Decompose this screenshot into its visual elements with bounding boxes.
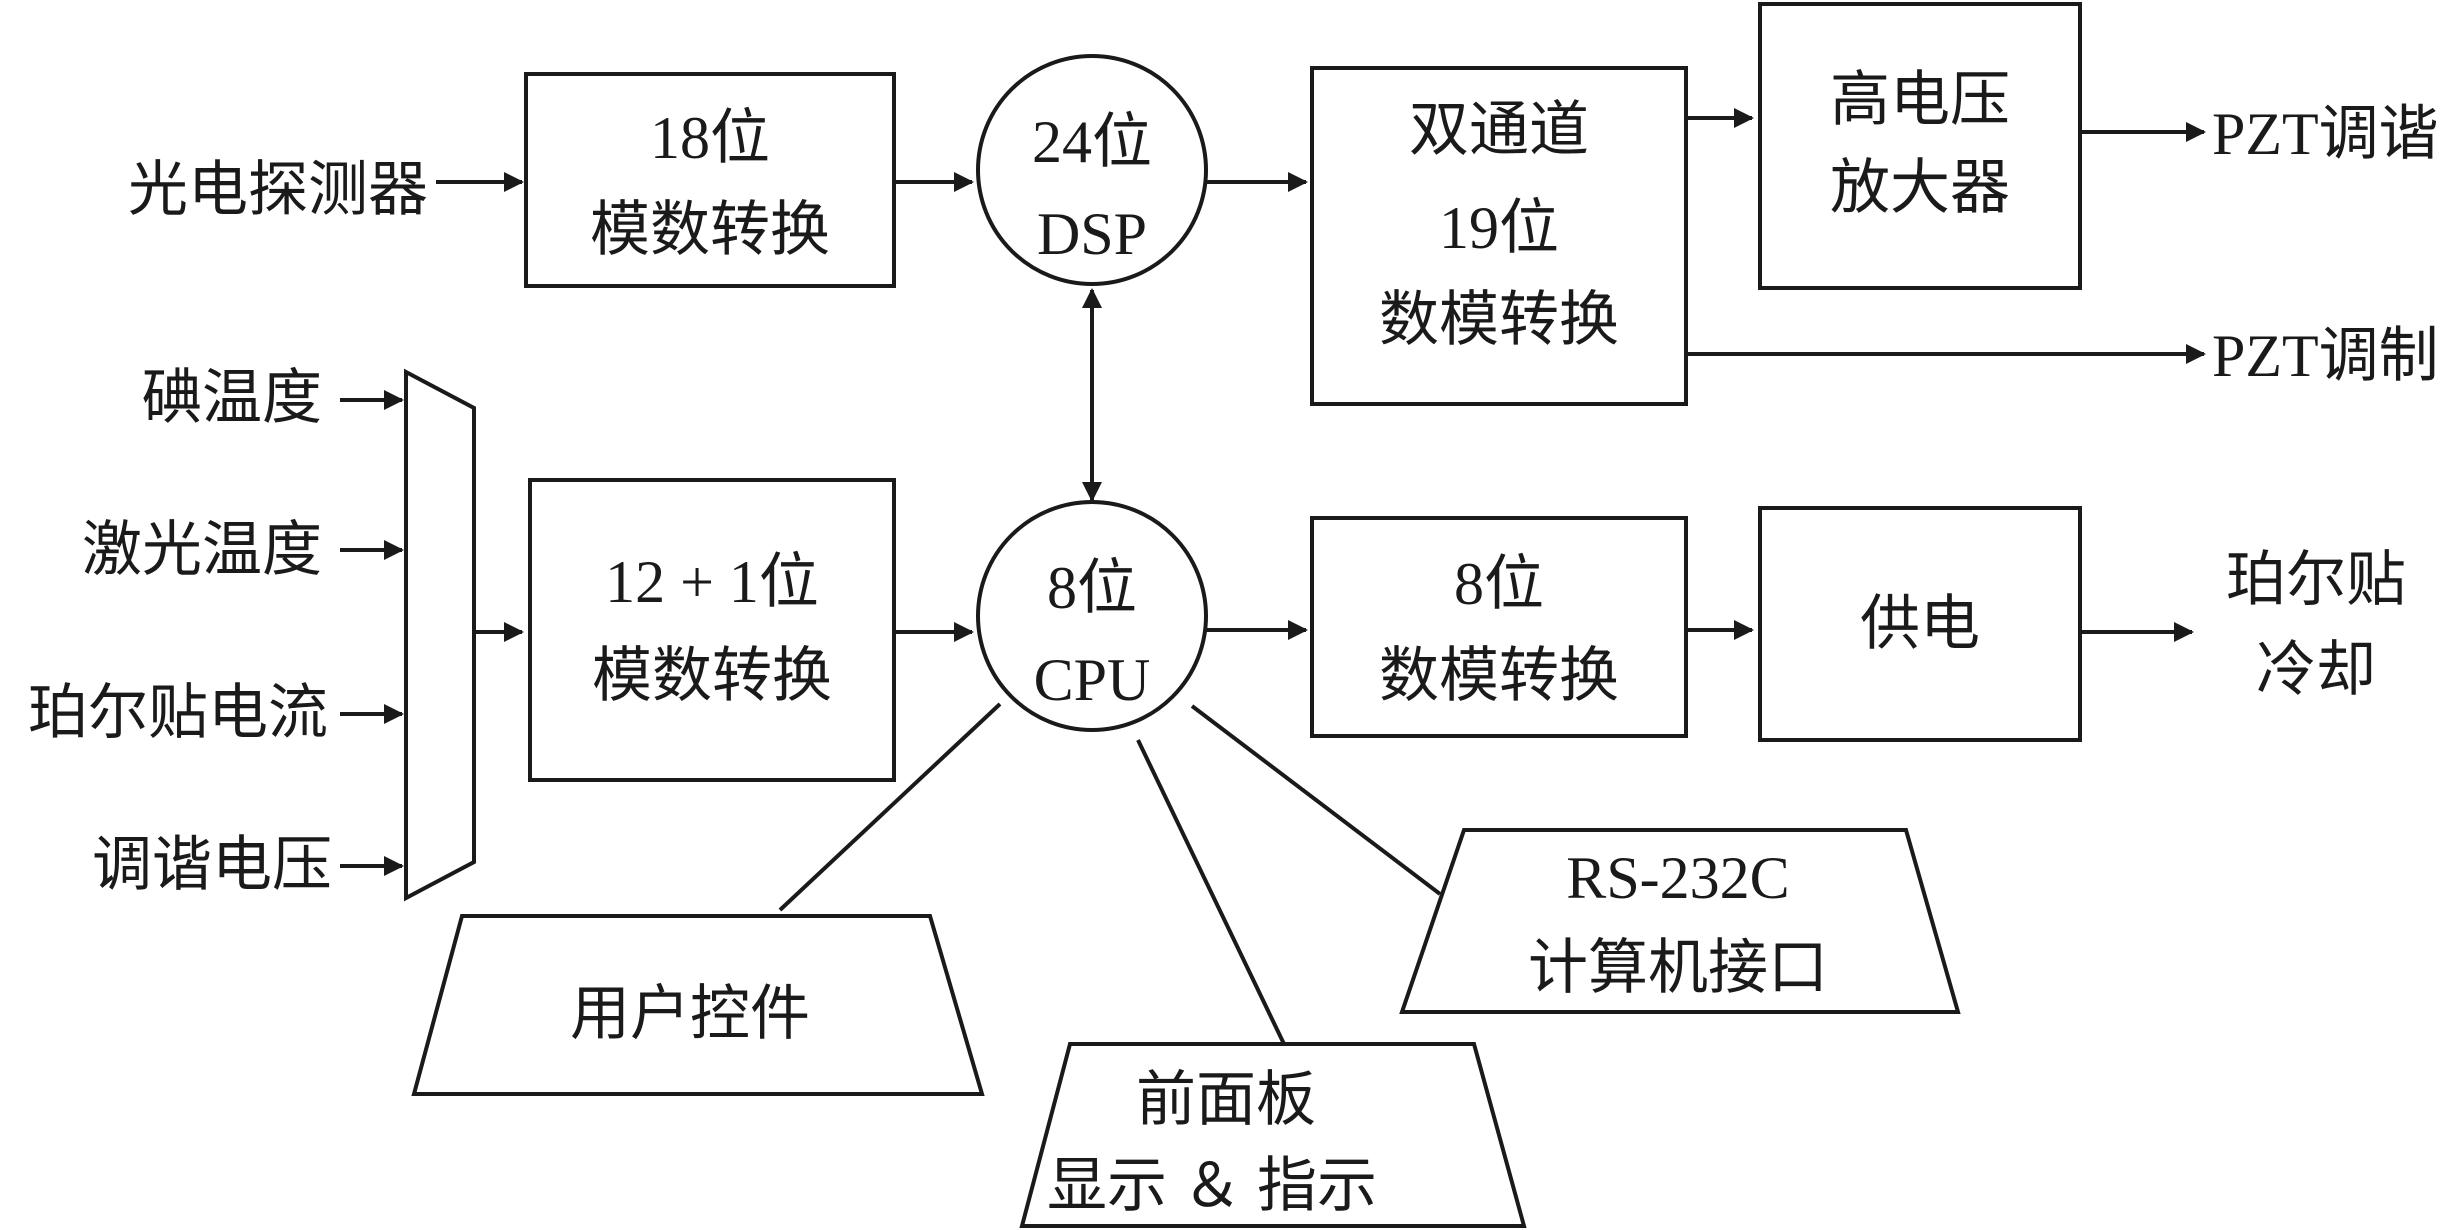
adc18-line2: 模数转换: [590, 197, 830, 263]
line-cpu-to-rs232: [1190, 704, 1442, 896]
adc12-block: [528, 478, 896, 782]
user-controls-block: [411, 914, 985, 1096]
dsp24-circle: [976, 54, 1208, 286]
dac8-block: [1310, 516, 1688, 738]
cpu8-circle: [976, 500, 1208, 732]
dac19-block: [1310, 66, 1688, 406]
user-controls-label: 用户控件: [570, 981, 810, 1047]
input-tuning-voltage: 调谐电压: [92, 832, 332, 898]
input-photodetector: 光电探测器: [128, 157, 428, 223]
input-laser-temp: 激光温度: [82, 517, 322, 583]
input-iodine-temp: 碘温度: [142, 365, 322, 431]
power-label: 供电: [1860, 591, 1980, 657]
hvamp-line1: 高电压: [1830, 67, 2010, 133]
power-block: [1758, 506, 2082, 742]
dac8-line2: 数模转换: [1379, 643, 1619, 709]
hvamp-line2: 放大器: [1830, 155, 2010, 221]
dsp24-line1: 24位: [1032, 109, 1152, 175]
line-cpu-to-front-panel: [1136, 739, 1286, 1045]
front-panel-block: [1019, 1042, 1527, 1228]
dsp24-line2: DSP: [1037, 201, 1147, 267]
adc18-block: [524, 72, 896, 288]
multiplexer: [404, 368, 476, 902]
output-peltier-cooling-line2: 冷却: [2256, 637, 2376, 703]
adc12-line1: 12 + 1位: [605, 549, 819, 615]
rs232-block: [1399, 828, 1961, 1014]
output-peltier-cooling-line1: 珀尔贴: [2226, 547, 2406, 613]
output-pzt-tuning: PZT调谐: [2212, 101, 2439, 167]
rs232-line2: 计算机接口: [1528, 935, 1828, 1001]
rs232-line1: RS-232C: [1566, 845, 1789, 911]
cpu8-line1: 8位: [1047, 555, 1137, 621]
dac8-line1: 8位: [1454, 551, 1544, 617]
front-panel-line1: 前面板: [1136, 1067, 1316, 1133]
cpu8-line2: CPU: [1034, 647, 1151, 713]
dac19-line2: 19位: [1439, 195, 1559, 261]
line-cpu-to-user-controls: [778, 702, 1002, 912]
dac19-line3: 数模转换: [1379, 287, 1619, 353]
adc12-line2: 模数转换: [592, 643, 832, 709]
output-pzt-modulation: PZT调制: [2212, 323, 2439, 389]
input-peltier-current: 珀尔贴电流: [28, 680, 328, 746]
adc18-line1: 18位: [650, 105, 770, 171]
hvamp-block: [1758, 2, 2082, 290]
front-panel-line2: 显示 ＆ 指示: [1047, 1153, 1377, 1219]
dac19-line1: 双通道: [1409, 97, 1589, 163]
